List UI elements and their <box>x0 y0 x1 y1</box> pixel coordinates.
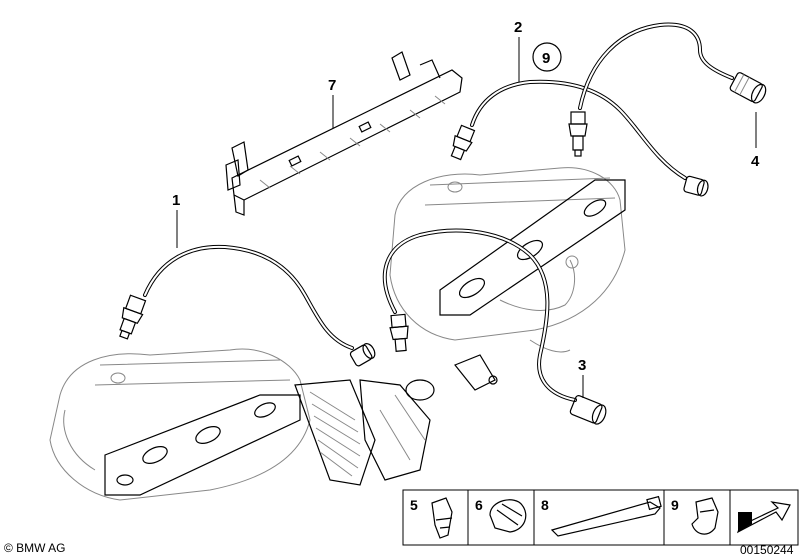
legend-strip: 5 6 8 9 <box>402 489 799 546</box>
svg-text:7: 7 <box>328 77 336 94</box>
svg-text:2: 2 <box>514 19 522 36</box>
svg-text:8: 8 <box>541 497 549 513</box>
legend-item-6: 6 <box>475 497 527 533</box>
callout-2: 2 <box>514 19 522 82</box>
legend-item-9: 9 <box>671 497 719 535</box>
svg-text:3: 3 <box>578 357 586 374</box>
callout-3: 3 <box>578 357 586 398</box>
exhaust-manifold-lower <box>49 348 498 501</box>
legend-item-8: 8 <box>541 495 662 537</box>
svg-text:9: 9 <box>542 50 550 67</box>
svg-text:5: 5 <box>410 497 418 513</box>
cable-holder-bracket <box>225 51 463 216</box>
callout-4: 4 <box>751 112 760 170</box>
direction-arrow-icon <box>736 501 791 534</box>
oxygen-sensor-1 <box>119 244 376 367</box>
svg-text:6: 6 <box>475 497 483 513</box>
exhaust-manifold-upper <box>389 167 626 353</box>
oxygen-sensor-2 <box>450 79 709 197</box>
svg-text:1: 1 <box>172 192 180 209</box>
legend-item-5: 5 <box>410 497 453 539</box>
oxygen-sensor-3 <box>382 228 607 425</box>
oxygen-sensor-4 <box>568 22 767 157</box>
svg-text:4: 4 <box>751 153 760 170</box>
svg-text:9: 9 <box>671 497 679 513</box>
callout-7: 7 <box>328 77 336 128</box>
copyright-text: © BMW AG <box>4 541 66 555</box>
callout-1: 1 <box>172 192 180 248</box>
document-number: 00150244 <box>740 543 794 557</box>
callout-9-circled: 9 <box>532 42 562 72</box>
